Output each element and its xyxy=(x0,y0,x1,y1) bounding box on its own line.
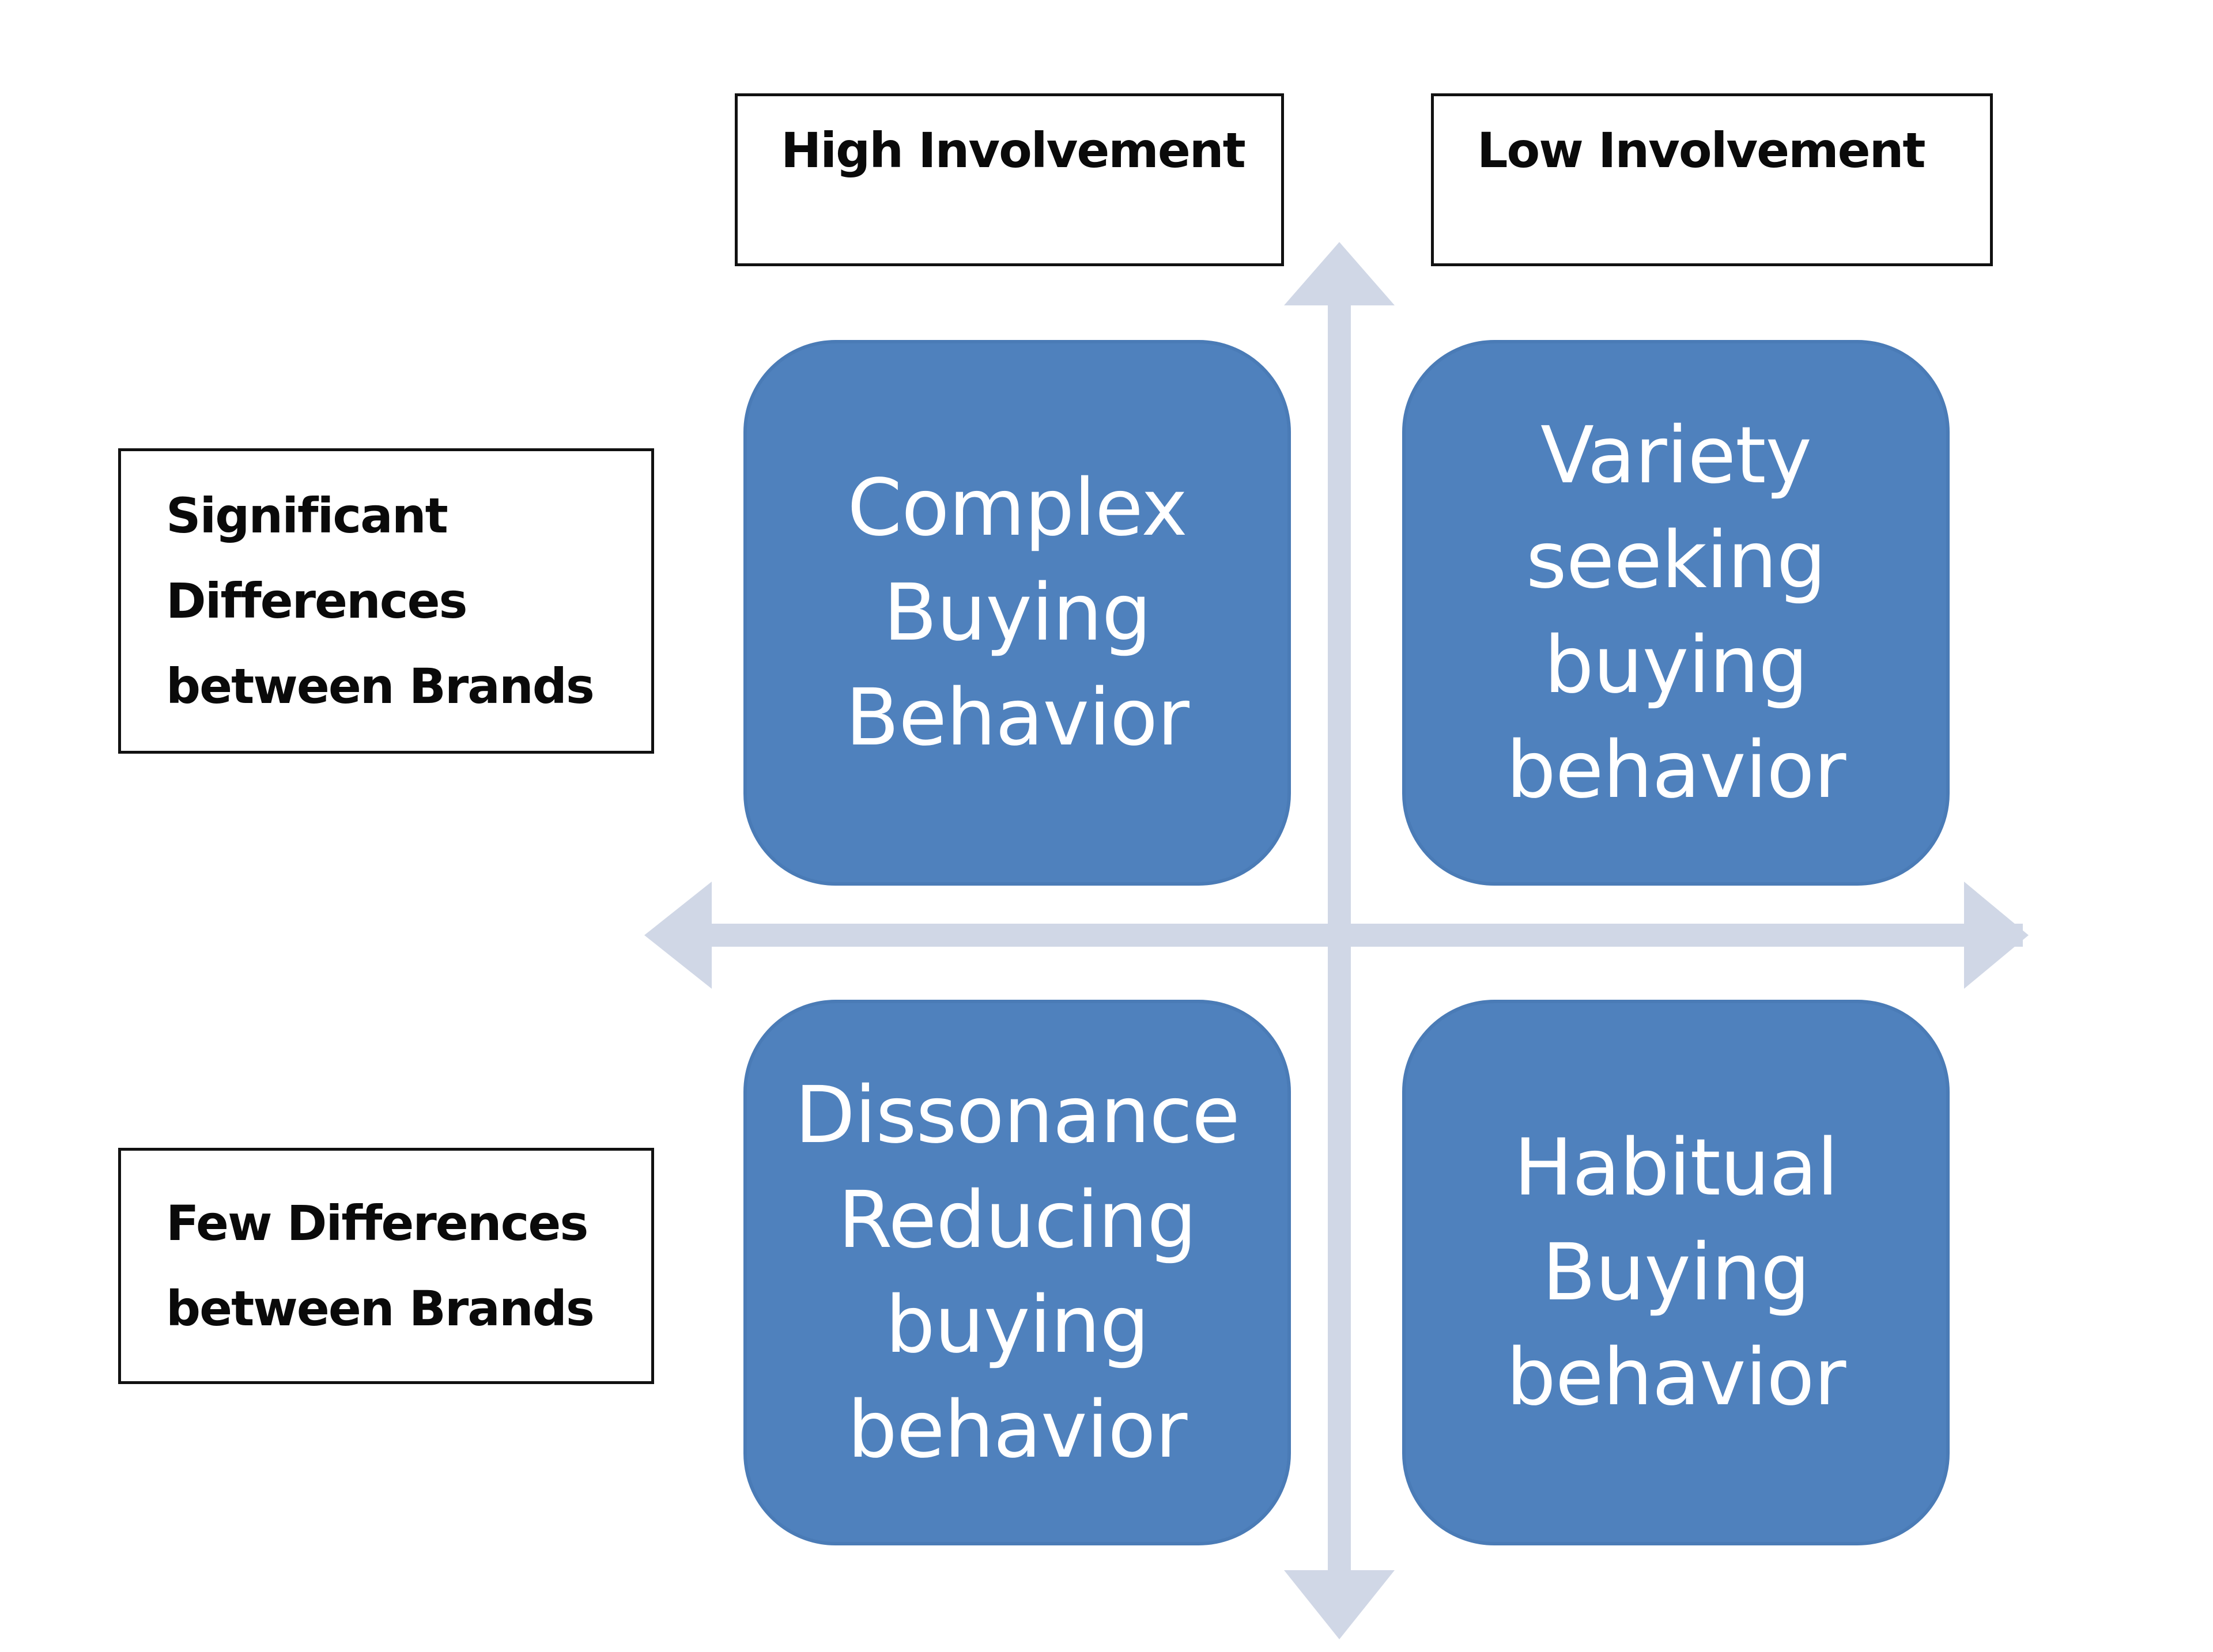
habitual-buying-quadrant: Habitual Buying behavior xyxy=(1402,1000,1950,1545)
significant-differences-label: Significant Differences between Brands xyxy=(118,448,654,754)
high-involvement-label: High Involvement xyxy=(735,93,1284,266)
down-arrowhead xyxy=(1284,1570,1395,1639)
dissonance-reducing-quadrant: Dissonance Reducing buying behavior xyxy=(743,1000,1291,1545)
up-arrowhead xyxy=(1284,242,1395,305)
high-involvement-text: High Involvement xyxy=(781,122,1246,179)
significant-differences-text: Significant Differences between Brands xyxy=(166,487,595,715)
few-differences-text: Few Differences between Brands xyxy=(166,1195,595,1337)
complex-buying-behavior-quadrant: Complex Buying Behavior xyxy=(743,340,1291,886)
left-arrowhead xyxy=(644,882,712,989)
variety-seeking-text: Variety seeking buying behavior xyxy=(1506,410,1846,816)
right-arrowhead xyxy=(1964,882,2029,989)
habitual-buying-text: Habitual Buying behavior xyxy=(1506,1122,1846,1423)
low-involvement-text: Low Involvement xyxy=(1477,122,1926,179)
low-involvement-label: Low Involvement xyxy=(1431,93,1993,266)
complex-buying-behavior-text: Complex Buying Behavior xyxy=(845,462,1189,763)
dissonance-reducing-text: Dissonance Reducing buying behavior xyxy=(795,1069,1240,1476)
variety-seeking-quadrant: Variety seeking buying behavior xyxy=(1402,340,1950,886)
horizontal-axis xyxy=(697,924,2023,947)
few-differences-label: Few Differences between Brands xyxy=(118,1148,654,1384)
